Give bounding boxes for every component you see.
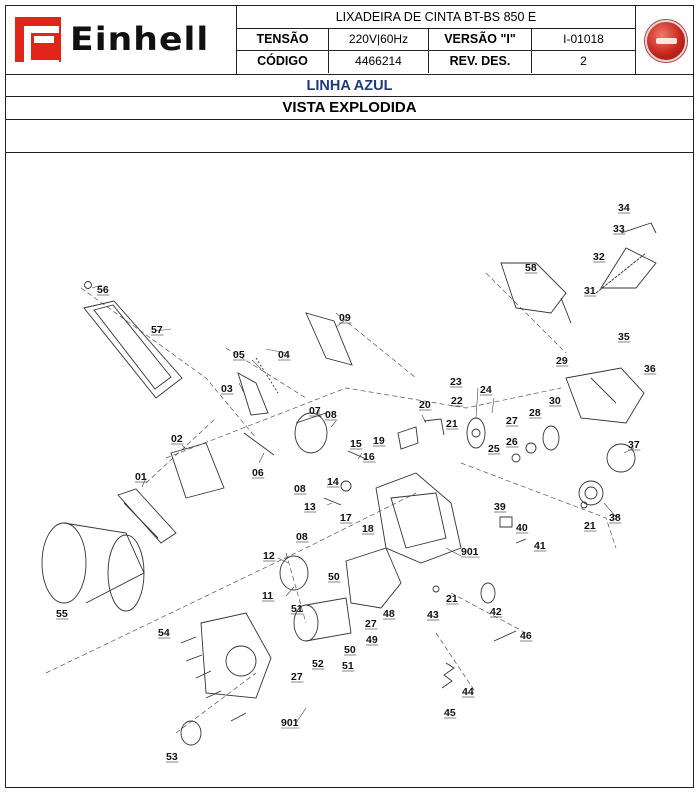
part-callout-41: 41: [534, 540, 546, 552]
part-callout-52: 52: [312, 658, 324, 670]
part-callout-53: 53: [166, 751, 178, 763]
part-callout-13: 13: [304, 501, 316, 513]
part-callout-06: 06: [252, 467, 264, 479]
part-callout-02: 02: [171, 433, 183, 445]
part-callout-36: 36: [644, 363, 656, 375]
part-callout-03: 03: [221, 383, 233, 395]
part-callout-07: 07: [309, 405, 321, 417]
part-callout-01: 01: [135, 471, 147, 483]
part-callout-51: 51: [291, 603, 303, 615]
codigo-value: 4466214: [329, 51, 429, 73]
part-callout-12: 12: [263, 550, 275, 562]
part-callout-50: 50: [328, 571, 340, 583]
product-title: LIXADEIRA DE CINTA BT-BS 850 E: [237, 6, 635, 29]
part-callout-46: 46: [520, 630, 532, 642]
part-callout-901: 901: [461, 546, 479, 558]
part-callout-39: 39: [494, 501, 506, 513]
part-callout-22: 22: [451, 395, 463, 407]
part-callout-17: 17: [340, 512, 352, 524]
part-callout-44: 44: [462, 686, 474, 698]
rev-value: 2: [580, 54, 587, 68]
part-callout-58: 58: [525, 262, 537, 274]
part-callout-40: 40: [516, 522, 528, 534]
part-callout-08: 08: [325, 409, 337, 421]
part-callout-51: 51: [342, 660, 354, 672]
part-callout-08: 08: [294, 483, 306, 495]
part-callout-21: 21: [446, 418, 458, 430]
parts-sheet: Einhell LIXADEIRA DE CINTA BT-BS 850 E T…: [5, 5, 694, 788]
part-callout-23: 23: [450, 376, 462, 388]
part-callout-21: 21: [446, 593, 458, 605]
part-callout-27: 27: [365, 618, 377, 630]
part-callout-31: 31: [584, 285, 596, 297]
part-callout-54: 54: [158, 627, 170, 639]
part-callout-20: 20: [419, 399, 431, 411]
part-callout-35: 35: [618, 331, 630, 343]
part-callout-27: 27: [506, 415, 518, 427]
part-callout-32: 32: [593, 251, 605, 263]
brand-logo: Einhell: [6, 6, 237, 74]
versao-label: VERSÃO "I": [429, 29, 532, 51]
part-callout-05: 05: [233, 349, 245, 361]
part-callout-28: 28: [529, 407, 541, 419]
part-callout-27: 27: [291, 671, 303, 683]
part-callout-24: 24: [480, 384, 492, 396]
line-name: LINHA AZUL: [6, 74, 693, 97]
part-callout-37: 37: [628, 439, 640, 451]
part-callout-33: 33: [613, 223, 625, 235]
part-callout-30: 30: [549, 395, 561, 407]
brand-wordmark: Einhell: [70, 20, 210, 58]
part-callout-15: 15: [350, 438, 362, 450]
part-callout-08: 08: [296, 531, 308, 543]
part-callout-49: 49: [366, 634, 378, 646]
rev-label: REV. DES.: [429, 51, 532, 73]
part-callout-04: 04: [278, 349, 290, 361]
part-callout-09: 09: [339, 312, 351, 324]
part-callout-901: 901: [281, 717, 299, 729]
part-callout-38: 38: [609, 512, 621, 524]
part-callout-19: 19: [373, 435, 385, 447]
einhell-logo-icon: [15, 17, 61, 67]
part-callout-48: 48: [383, 608, 395, 620]
seal-icon: [645, 20, 687, 62]
part-callout-43: 43: [427, 609, 439, 621]
part-callout-55: 55: [56, 608, 68, 620]
tensao-label: TENSÃO: [237, 29, 329, 51]
part-callout-45: 45: [444, 707, 456, 719]
part-callout-57: 57: [151, 324, 163, 336]
quality-seal: [635, 6, 693, 74]
part-callout-11: 11: [262, 590, 273, 602]
codigo-label: CÓDIGO: [237, 51, 329, 73]
title-block: Einhell LIXADEIRA DE CINTA BT-BS 850 E T…: [6, 6, 693, 74]
part-callout-18: 18: [362, 523, 374, 535]
versao-value: I-01018: [532, 29, 635, 51]
spacer-row: [6, 120, 693, 153]
part-callout-21: 21: [584, 520, 596, 532]
part-callout-50: 50: [344, 644, 356, 656]
part-callout-34: 34: [618, 202, 630, 214]
tensao-value: 220V|60Hz: [329, 29, 429, 51]
part-callout-16: 16: [363, 451, 375, 463]
part-callout-14: 14: [327, 476, 339, 488]
part-callout-26: 26: [506, 436, 518, 448]
part-callout-56: 56: [97, 284, 109, 296]
part-callout-42: 42: [490, 606, 502, 618]
part-callout-29: 29: [556, 355, 568, 367]
view-title: VISTA EXPLODIDA: [6, 97, 693, 120]
part-callout-25: 25: [488, 443, 500, 455]
